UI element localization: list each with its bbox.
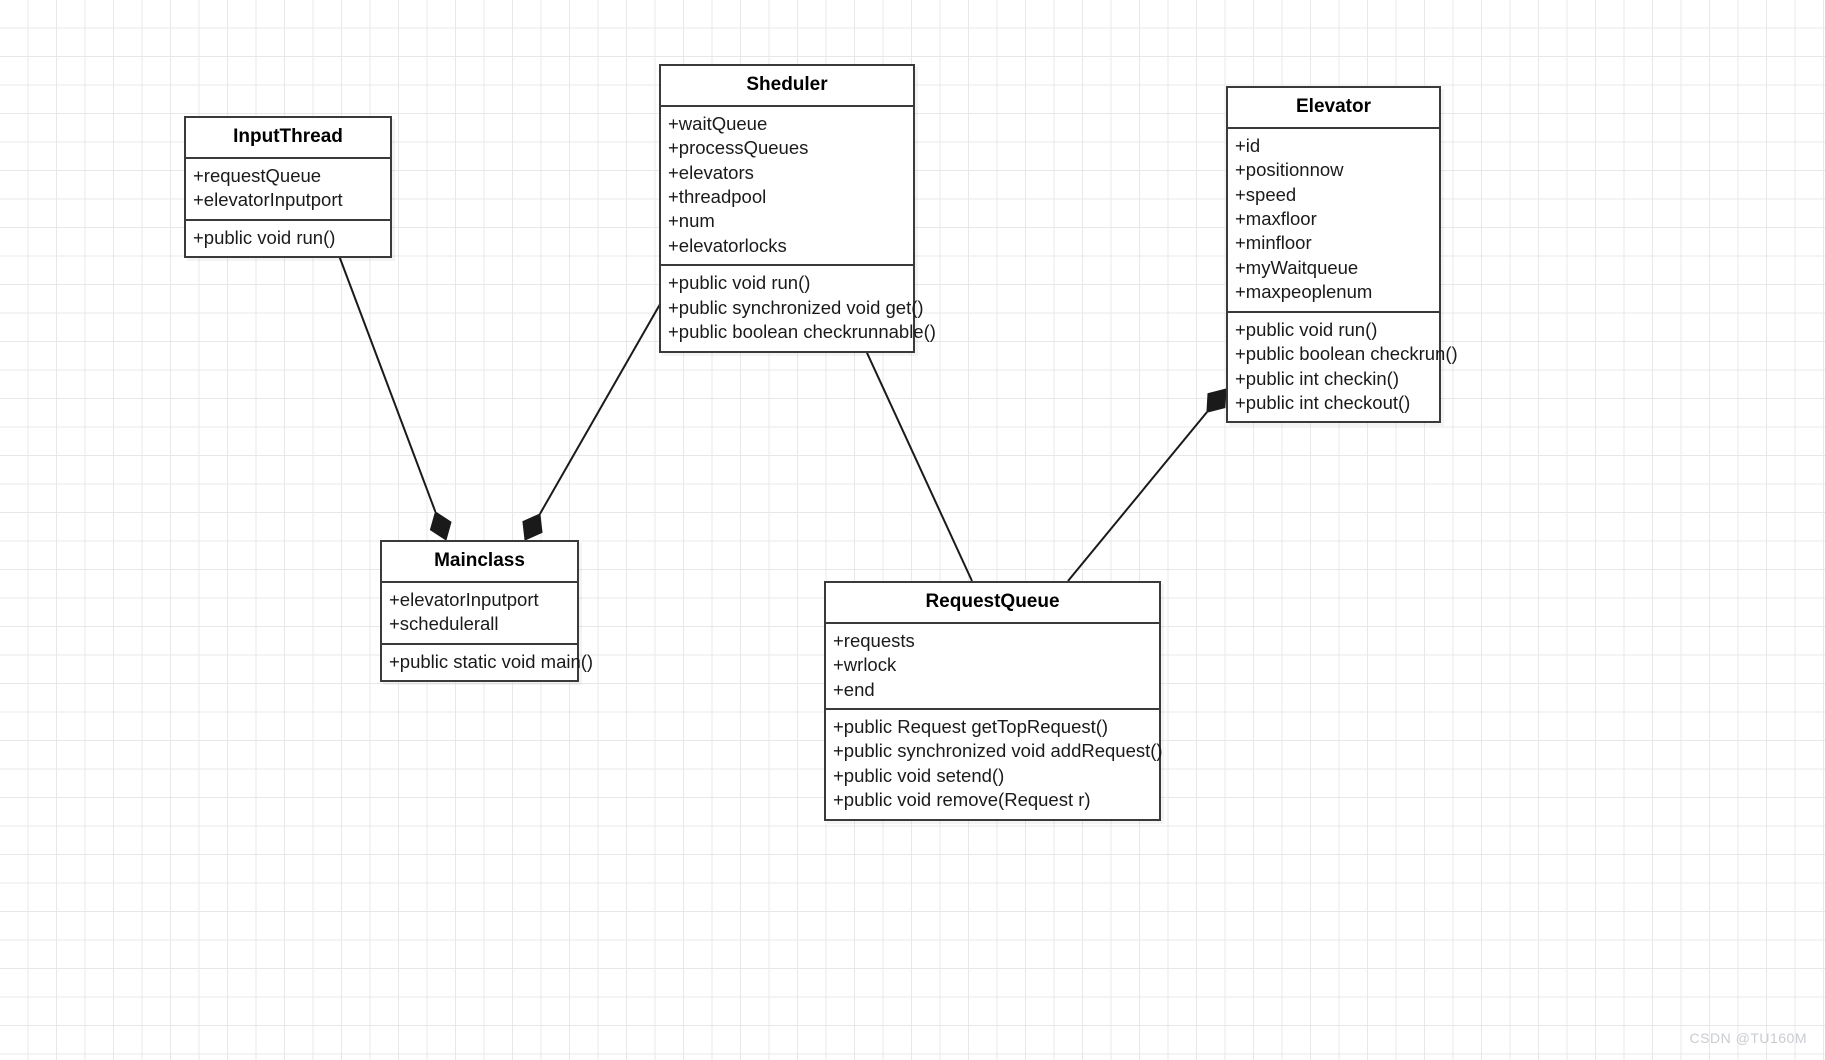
attribute-row: +threadpool — [668, 186, 767, 208]
class-title-inputthread: InputThread — [186, 118, 390, 159]
uml-class-inputthread[interactable]: InputThread +requestQueue +elevatorInputpo… — [184, 116, 392, 259]
method-row: +public int checkin() — [1235, 367, 1400, 389]
attribute-row: +elevatorInputport — [389, 588, 539, 610]
attribute-row: +requestQueue — [193, 164, 322, 186]
relationship-line — [1067, 411, 1208, 582]
class-methods-inputthread: +public void run() — [186, 218, 390, 256]
attribute-row: +maxpeoplenum — [1235, 281, 1373, 303]
edge-sheduler-mainclass[interactable] — [522, 291, 668, 541]
composition-diamond-marker — [429, 511, 452, 541]
class-attributes-inputthread: +requestQueue +elevatorInputport — [186, 159, 390, 219]
class-methods-sheduler: +public void run()+public synchronized v… — [661, 264, 936, 350]
edge-requestqueue-elevator[interactable] — [1067, 388, 1227, 582]
attribute-row: +schedulerall — [389, 613, 499, 635]
attribute-row: +myWaitqueue — [1235, 256, 1359, 278]
edge-inputthread-mainclass[interactable] — [328, 228, 452, 541]
class-methods-requestqueue: +public Request getTopRequest()+public s… — [826, 708, 1163, 819]
attribute-row: +requests — [833, 629, 915, 651]
attribute-row: +minfloor — [1235, 232, 1312, 254]
relationship-line — [328, 228, 437, 513]
class-title-sheduler: Sheduler — [661, 66, 913, 107]
method-row: +public void run() — [193, 226, 336, 248]
class-attributes-elevator: +id+positionnow+speed+maxfloor+minfloor+… — [1228, 129, 1439, 311]
class-attributes-sheduler: +waitQueue +processQueues+elevators +threa… — [661, 107, 913, 264]
method-row: +public Request getTopRequest() — [833, 716, 1109, 738]
method-row: +public boolean checkrun() — [1235, 343, 1458, 365]
method-row: +public boolean checkrunnable() — [668, 321, 936, 343]
attribute-row: +elevatorlocks — [668, 234, 787, 256]
relationship-line — [850, 318, 973, 582]
method-row: +public void remove(Request r) — [833, 789, 1091, 811]
composition-diamond-marker — [522, 513, 543, 541]
attribute-row: +end — [833, 678, 875, 700]
attribute-row: +waitQueue — [668, 112, 768, 134]
attribute-row: +elevatorInputport — [193, 189, 343, 211]
watermark: CSDN @TU160M — [1689, 1030, 1807, 1046]
class-methods-elevator: +public void run() +public boolean checkr… — [1228, 310, 1458, 422]
class-attributes-mainclass: +elevatorInputport +schedulerall — [382, 583, 577, 643]
attribute-row: +num — [668, 210, 715, 232]
method-row: +public synchronized void addRequest() — [833, 740, 1163, 762]
attribute-row: +speed — [1235, 183, 1297, 205]
attribute-row: +wrlock — [833, 654, 897, 676]
method-row: +public synchronized void get() — [668, 296, 924, 318]
class-attributes-requestqueue: +requests +wrlock+end — [826, 624, 1159, 708]
method-row: +public int checkout() — [1235, 391, 1411, 413]
method-row: +public void run() — [1235, 318, 1378, 340]
uml-class-elevator[interactable]: Elevator+id+positionnow+speed+maxfloor+m… — [1226, 86, 1458, 424]
attribute-row: +id — [1235, 134, 1261, 156]
uml-class-sheduler[interactable]: Sheduler+waitQueue+processQueues+elevato… — [659, 64, 936, 353]
uml-class-requestqueue[interactable]: RequestQueue +requests +wrlock+end +public … — [824, 581, 1163, 821]
method-row: +public static void main() — [389, 650, 594, 672]
class-title-mainclass: Mainclass — [382, 542, 577, 583]
method-row: +public void setend() — [833, 764, 1005, 786]
relationship-line — [539, 291, 668, 515]
uml-class-mainclass[interactable]: Mainclass +elevatorInputport +schedulerall… — [380, 540, 594, 683]
attribute-row: +positionnow — [1235, 159, 1344, 181]
class-title-elevator: Elevator — [1228, 88, 1439, 129]
class-title-requestqueue: RequestQueue — [826, 583, 1159, 624]
method-row: +public void run() — [668, 272, 811, 294]
class-methods-mainclass: +public static void main() — [382, 642, 594, 680]
attribute-row: +maxfloor — [1235, 208, 1317, 230]
attribute-row: +processQueues — [668, 137, 809, 159]
attribute-row: +elevators — [668, 161, 754, 183]
composition-diamond-marker — [1206, 388, 1227, 413]
